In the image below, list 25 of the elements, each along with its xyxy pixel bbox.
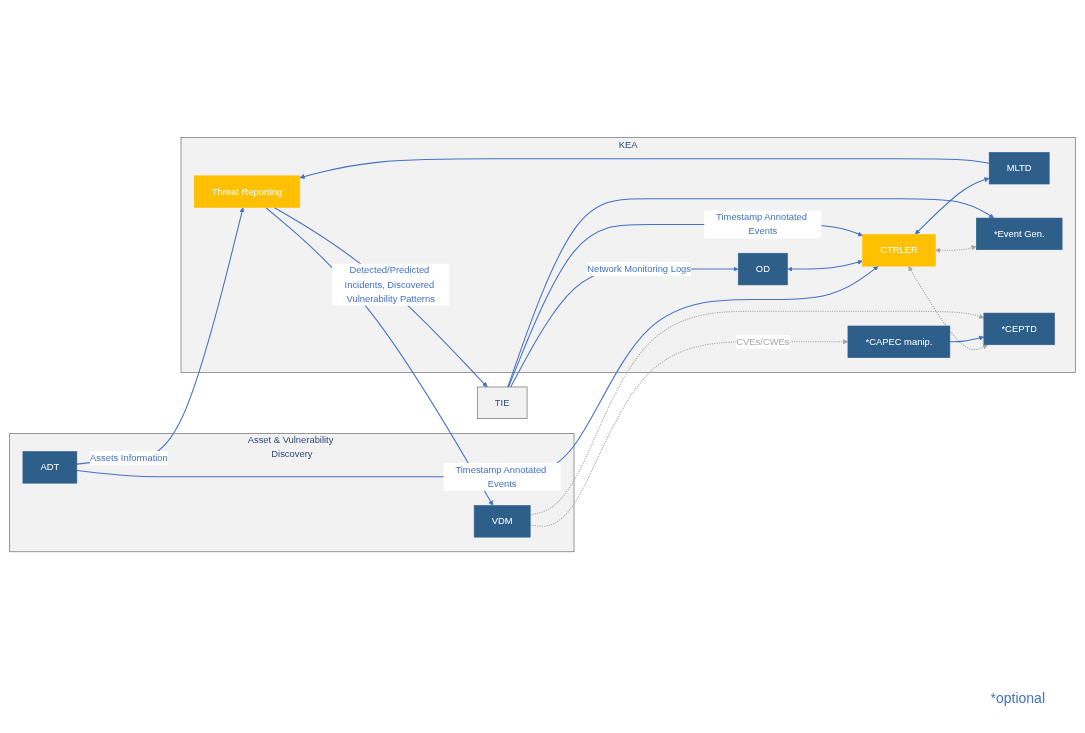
- edge-label: Detected/Predicted Incidents, Discovered Vulnerability Patterns: [344, 265, 435, 304]
- node-box: *CEPTD: [983, 313, 1055, 346]
- edge-label: Timestamp Annotated Events: [455, 464, 547, 489]
- arrow: [949, 335, 985, 343]
- node-box: ADT: [22, 451, 78, 484]
- node-box: MLTD: [988, 152, 1050, 185]
- edge-label: Network Monitoring Logs: [587, 264, 692, 275]
- arrow: [299, 158, 990, 180]
- arrow: [908, 266, 988, 351]
- edge-label: CVEs/CWEs: [736, 336, 790, 347]
- node-box: Threat Reporting: [193, 175, 301, 209]
- edge-label: Assets Information: [90, 452, 168, 463]
- node-box: TIE: [476, 386, 528, 420]
- node-box: VDM: [473, 505, 531, 538]
- arrow: [914, 177, 990, 235]
- arrow: [935, 245, 977, 254]
- arrow: [529, 339, 849, 528]
- node-box: *CAPEC manip.: [847, 325, 951, 359]
- arrow: [273, 207, 488, 388]
- node-box: CTRLER: [862, 234, 936, 267]
- footnote: *optional: [990, 690, 1045, 706]
- node-box: *Event Gen.: [976, 218, 1063, 251]
- node-box: OD: [737, 253, 788, 286]
- arrow: [787, 260, 863, 272]
- edge-label: Timestamp Annotated Events: [716, 212, 808, 237]
